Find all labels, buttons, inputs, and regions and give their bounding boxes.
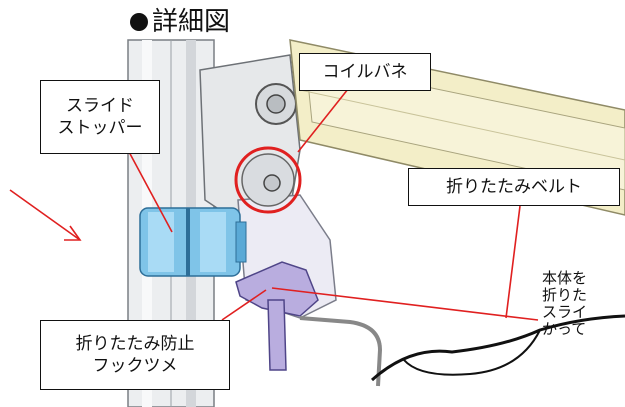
leader-slide-stopper — [127, 149, 173, 233]
folding-belt — [371, 314, 625, 382]
left-arrow-head — [64, 225, 82, 241]
folding-belt-loop — [403, 329, 541, 376]
slide-stopper — [139, 207, 247, 277]
label-folding-prevention-hook: 折りたたみ防止 フックツメ — [40, 320, 230, 390]
leader-note — [271, 287, 539, 321]
folding-prevention-hook — [235, 261, 319, 371]
diagram-title: 詳細図 — [130, 6, 230, 38]
left-arrow-line — [9, 189, 81, 241]
truncated-note: 本体を 折りた スライ かって — [542, 269, 588, 338]
belt-hook — [299, 316, 383, 387]
label-folding-belt: 折りたたみベルト — [408, 168, 620, 206]
label-slide-stopper: スライド ストッパー — [40, 80, 160, 154]
leader-folding-belt — [505, 205, 521, 319]
leader-hook — [221, 289, 267, 321]
bullet-icon — [130, 13, 148, 31]
coil-spring-pin — [241, 153, 295, 207]
coil-spring-highlight-circle — [234, 146, 302, 214]
leader-coil-spring — [297, 83, 353, 153]
label-coil-spring: コイルバネ — [299, 53, 431, 91]
